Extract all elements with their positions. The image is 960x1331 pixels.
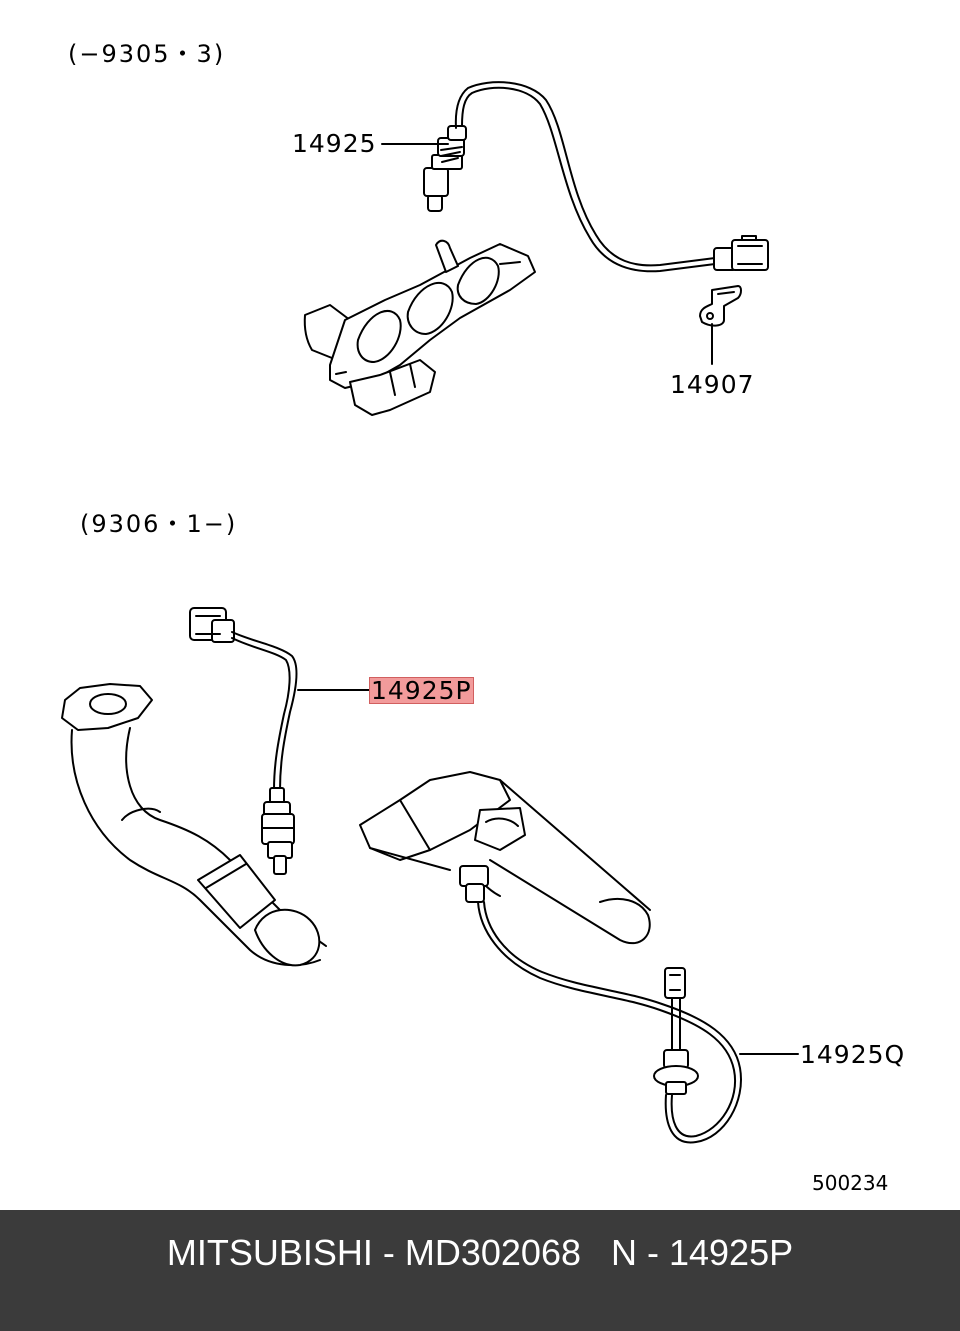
front-oxygen-sensor-14925P: [189, 607, 298, 875]
top-oxygen-sensor: [423, 81, 769, 273]
front-exhaust-pipe: [61, 683, 327, 967]
rear-oxygen-sensor-14925Q: [459, 865, 742, 1144]
callout-14925Q: 14925Q: [800, 1040, 906, 1069]
footer-bar: MITSUBISHI - MD302068 N - 14925P: [0, 1210, 960, 1331]
parts-diagram: (−9305・3) (9306・1−) 14925 14907 14925P 1…: [61, 40, 906, 1195]
range-label-top: (−9305・3): [68, 40, 226, 68]
callout-14907: 14907: [670, 370, 755, 399]
callout-14925P-highlighted: 14925P: [369, 676, 474, 705]
diagram-code: 500234: [812, 1171, 889, 1195]
range-label-bottom: (9306・1−): [80, 510, 238, 538]
bracket-14907: [699, 285, 742, 327]
callout-14925: 14925: [292, 129, 377, 158]
footer-part-number: MITSUBISHI - MD302068 N - 14925P: [166, 1232, 794, 1273]
catalytic-converter: [359, 771, 651, 945]
diagram-drawing: [61, 81, 799, 1144]
exhaust-manifold-top: [303, 239, 536, 416]
